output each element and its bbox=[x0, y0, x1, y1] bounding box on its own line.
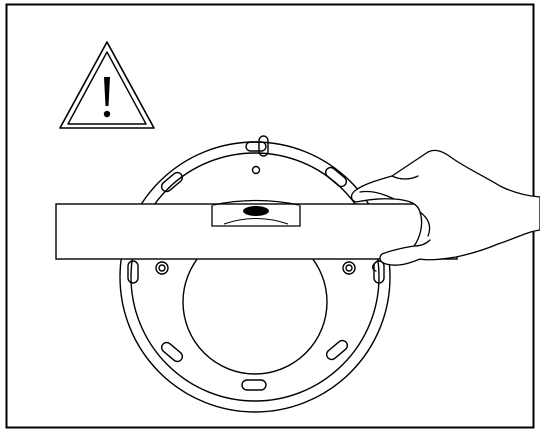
plate-slots bbox=[127, 135, 385, 391]
plate-outer-edge bbox=[119, 141, 391, 413]
mounting-plate bbox=[119, 135, 391, 413]
plate-inner-edge bbox=[130, 152, 380, 402]
hand-icon bbox=[350, 149, 540, 272]
warning-triangle-icon bbox=[59, 41, 155, 129]
spirit-level-vial bbox=[211, 205, 301, 227]
plate-screw-hole-top bbox=[251, 165, 261, 175]
plate-side-screws bbox=[155, 261, 356, 275]
spirit-level-bubble bbox=[243, 206, 269, 216]
spirit-level-icon bbox=[55, 199, 458, 260]
